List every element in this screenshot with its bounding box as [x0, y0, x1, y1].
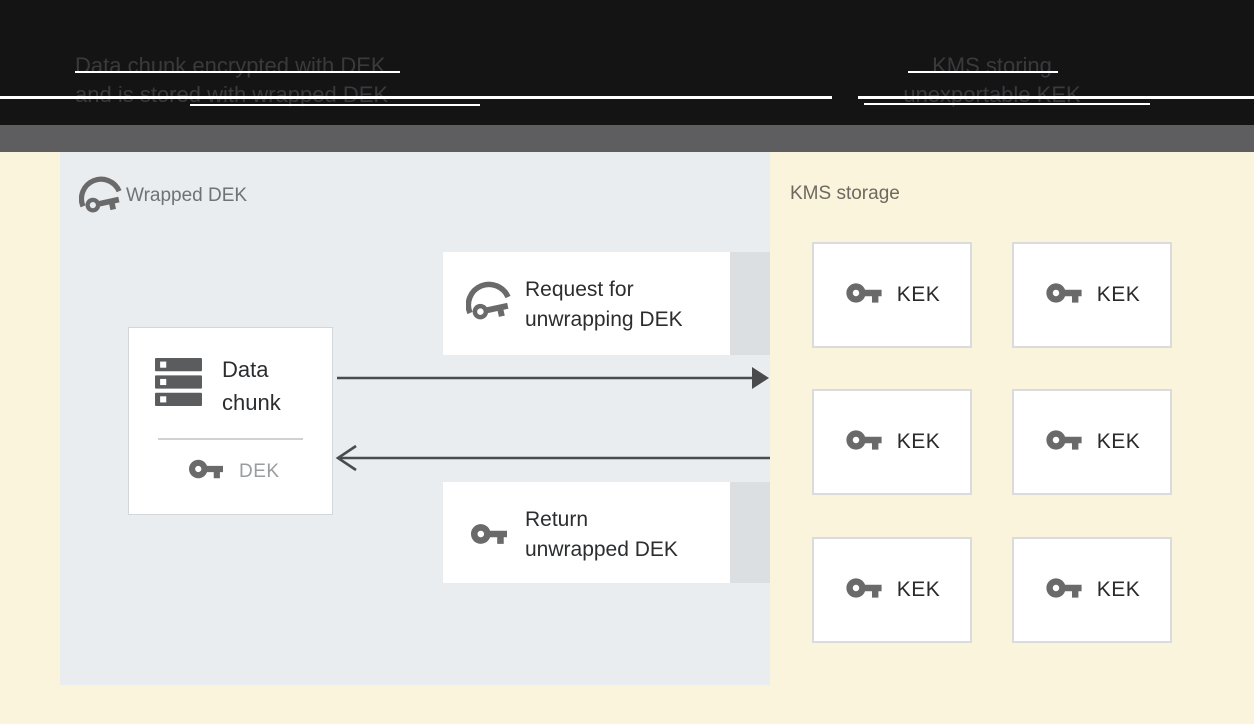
request-unwrapping-dek-box: Request for unwrapping DEK	[443, 252, 730, 355]
wrapped-dek-panel-title: Wrapped DEK	[126, 185, 248, 206]
key-icon	[1044, 277, 1084, 314]
dek-label: DEK	[239, 461, 280, 482]
return-box-label: Return unwrapped DEK	[525, 508, 678, 561]
kek-label: KEK	[1096, 283, 1141, 306]
kek-card: KEK	[812, 242, 972, 348]
kek-label: KEK	[896, 578, 941, 601]
key-icon	[844, 277, 884, 314]
caption-left: Data chunk encrypted with DEK and is sto…	[75, 51, 388, 109]
key-icon	[1044, 424, 1084, 461]
arrow-right	[337, 367, 769, 389]
kek-label: KEK	[1096, 430, 1141, 453]
kek-card: KEK	[812, 389, 972, 495]
request-arrow-and-return-arrow	[335, 367, 770, 472]
caption-right: KMS storing unexportable KEK	[852, 51, 1132, 109]
kek-card: KEK	[812, 537, 972, 643]
wrapped-dek-panel: Wrapped DEK Request for unwrapping DEK	[60, 152, 770, 685]
glitch-line	[190, 104, 480, 106]
key-icon	[1044, 572, 1084, 609]
glitch-line	[858, 96, 1254, 99]
bottom-edge	[0, 724, 1254, 726]
data-chunk-label: Data chunk	[222, 357, 281, 415]
glitch-line	[908, 71, 1058, 73]
request-box-label: Request for unwrapping DEK	[525, 278, 683, 331]
kek-label: KEK	[1096, 578, 1141, 601]
return-box-shadow-strip	[730, 482, 770, 583]
key-icon	[844, 572, 884, 609]
arrow-left	[335, 444, 770, 472]
caption-left-line1: Data chunk encrypted with DEK	[75, 53, 386, 78]
kek-card: KEK	[1012, 389, 1172, 495]
wrapped-key-icon	[78, 176, 125, 219]
caption-right-line2: unexportable KEK	[903, 82, 1081, 107]
kek-label: KEK	[896, 283, 941, 306]
glitch-line	[75, 71, 400, 73]
separator-band	[0, 125, 1254, 152]
wrapped-key-icon	[465, 281, 514, 326]
caption-right-line1: KMS storing	[932, 53, 1052, 78]
return-unwrapped-dek-box: Return unwrapped DEK	[443, 482, 730, 583]
data-chunk-box: Data chunk DEK	[128, 327, 333, 515]
data-chunk-icon	[155, 358, 202, 411]
header-band: Data chunk encrypted with DEK and is sto…	[0, 0, 1254, 125]
key-icon	[467, 516, 511, 557]
kek-label: KEK	[896, 430, 941, 453]
kek-card: KEK	[1012, 242, 1172, 348]
kms-storage-title: KMS storage	[790, 183, 900, 204]
key-icon	[844, 424, 884, 461]
request-box-shadow-strip	[730, 252, 770, 355]
diagram-area: Wrapped DEK Request for unwrapping DEK	[0, 152, 1254, 726]
divider	[158, 438, 303, 440]
key-icon	[185, 452, 227, 491]
glitch-line	[0, 96, 832, 99]
glitch-line	[864, 103, 1150, 105]
caption-left-line2: and is stored with wrapped DEK	[75, 82, 389, 107]
kek-card: KEK	[1012, 537, 1172, 643]
